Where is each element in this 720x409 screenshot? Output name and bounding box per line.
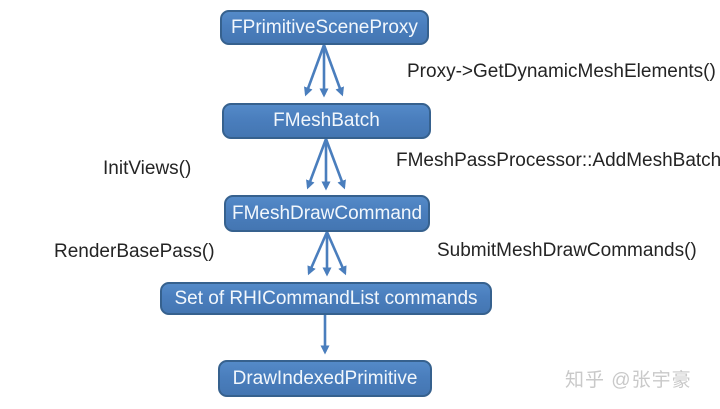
node-fmeshdrawcommand: FMeshDrawCommand bbox=[224, 195, 430, 232]
node-fprimitivesceneproxy: FPrimitiveSceneProxy bbox=[220, 10, 429, 45]
annotation-submitmeshdrawcommands: SubmitMeshDrawCommands() bbox=[437, 240, 697, 261]
arrow-fan-proxy-to-meshbatch bbox=[304, 44, 344, 98]
node-drawindexedprimitive: DrawIndexedPrimitive bbox=[218, 360, 432, 397]
node-rhicommandlist-commands: Set of RHICommandList commands bbox=[160, 282, 492, 315]
annotation-getdynamicmeshelements: Proxy->GetDynamicMeshElements() bbox=[407, 61, 716, 82]
annotation-addmeshbatch: FMeshPassProcessor::AddMeshBatch() bbox=[396, 150, 720, 171]
annotation-initviews: InitViews() bbox=[103, 158, 192, 179]
node-fmeshbatch: FMeshBatch bbox=[222, 103, 431, 139]
arrow-fan-drawcommand-to-rhilist bbox=[307, 231, 347, 277]
annotation-renderbasepass: RenderBasePass() bbox=[54, 241, 215, 262]
arrow-fan-meshbatch-to-drawcommand bbox=[306, 138, 346, 191]
zhihu-watermark: 知乎 @张宇豪 bbox=[565, 370, 692, 391]
